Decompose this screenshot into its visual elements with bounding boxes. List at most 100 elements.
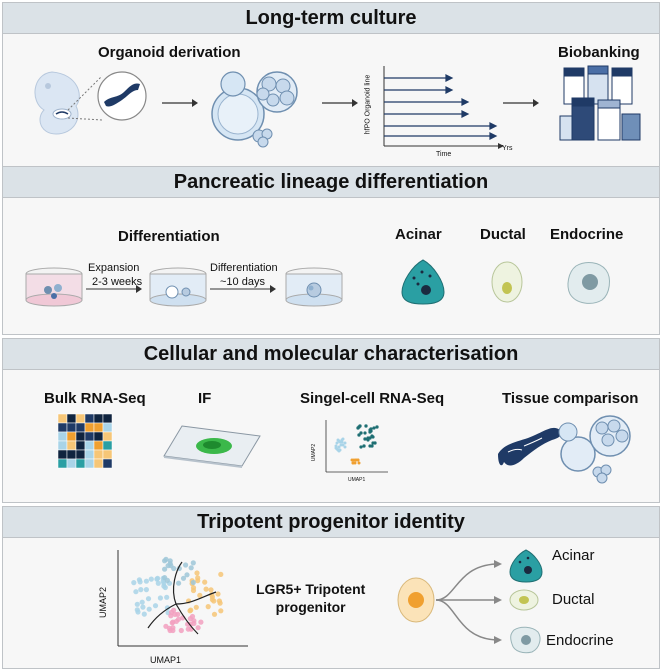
section-header-characterisation: Cellular and molecular characterisation — [2, 338, 660, 370]
trajectory-arrow-endocrine — [147, 603, 177, 629]
scatter-point — [363, 431, 367, 435]
heatmap-cell — [102, 458, 113, 469]
sc-umap2-label: UMAP2 — [311, 443, 318, 462]
umap-point — [211, 611, 218, 617]
culture-dish-expansion-icon — [25, 267, 83, 307]
acinar-label: Acinar — [395, 226, 442, 243]
organoid-derivation-label: Organoid derivation — [98, 44, 241, 61]
heatmap-cell — [84, 449, 95, 460]
ductal-label: Ductal — [480, 226, 526, 243]
culture-dish-organoid-icon — [149, 267, 207, 307]
umap-point — [161, 583, 167, 589]
trajectory-arrow-branch — [175, 603, 199, 635]
umap-point — [178, 627, 184, 634]
section-header-long-term-culture: Long-term culture — [2, 2, 660, 34]
heatmap-cell — [66, 458, 77, 469]
umap-point — [187, 608, 193, 614]
heatmap-cell — [66, 413, 77, 424]
umap-point — [183, 562, 189, 568]
umap-point — [138, 587, 144, 593]
scatter-point — [337, 445, 341, 449]
if-label: IF — [198, 390, 212, 407]
heatmap-icon — [57, 413, 113, 469]
heatmap-cell — [57, 431, 68, 442]
scatter-point — [370, 434, 374, 438]
umap-point — [184, 572, 190, 578]
umap-point — [197, 592, 203, 598]
umap-point — [195, 575, 201, 581]
fate-endocrine-label: Endocrine — [546, 632, 614, 649]
heatmap-cell — [84, 458, 95, 469]
umap-point — [154, 576, 160, 582]
heatmap-cell — [66, 431, 77, 442]
heatmap-cell — [93, 440, 104, 451]
lgr5-label-line1: LGR5+ Tripotent — [256, 581, 366, 597]
heatmap-cell — [93, 422, 104, 433]
progenitor-umap1-label: UMAP1 — [150, 655, 182, 665]
umap-point — [164, 594, 170, 600]
single-cell-umap-icon — [325, 420, 388, 473]
heatmap-cell — [93, 431, 104, 442]
heatmap-cell — [102, 449, 113, 460]
umap-point — [208, 587, 214, 593]
endocrine-cell-icon — [567, 262, 610, 304]
umap-point — [211, 598, 217, 604]
umap-point — [216, 598, 222, 604]
umap-point — [218, 608, 224, 614]
if-slide-icon — [163, 425, 261, 468]
umap-point — [139, 599, 145, 605]
scatter-point — [363, 437, 367, 441]
heatmap-cell — [66, 440, 77, 451]
heatmap-cell — [75, 449, 86, 460]
plot-x-axis-unit: Yrs — [502, 145, 513, 152]
plot-x-axis-label: Time — [436, 151, 452, 158]
heatmap-cell — [66, 449, 77, 460]
heatmap-cell — [66, 422, 77, 433]
heatmap-cell — [102, 413, 113, 424]
umap-point — [193, 604, 199, 610]
differentiation-title: Differentiation — [118, 228, 220, 245]
arrow-icon — [162, 99, 198, 107]
sc-umap1-label: UMAP1 — [348, 477, 366, 483]
ductal-cell-icon — [491, 261, 523, 303]
scatter-point — [339, 443, 343, 447]
umap-point — [169, 620, 175, 626]
tissue-comparison-icon — [498, 415, 631, 484]
umap-point — [215, 591, 221, 597]
scatter-point — [368, 430, 372, 434]
heatmap-cell — [75, 458, 86, 469]
scatter-point — [358, 424, 362, 428]
scatter-point — [350, 458, 354, 462]
heatmap-cell — [75, 422, 86, 433]
scatter-point — [343, 441, 347, 445]
arrow-icon — [503, 99, 539, 107]
umap-point — [205, 604, 211, 610]
scatter-point — [370, 444, 374, 448]
heatmap-cell — [93, 413, 104, 424]
scatter-point — [362, 444, 366, 448]
umap-point — [165, 563, 171, 569]
heatmap-cell — [84, 440, 95, 451]
umap-point — [131, 580, 137, 586]
acinar-cell-icon — [401, 259, 445, 305]
umap-point — [190, 579, 196, 586]
scatter-point — [359, 445, 363, 449]
heatmap-cell — [93, 449, 104, 460]
section-header-pancreatic-lineage: Pancreatic lineage differentiation — [2, 166, 660, 198]
heatmap-cell — [93, 458, 104, 469]
scatter-point — [357, 433, 361, 437]
scatter-point — [335, 441, 339, 445]
scatter-point — [335, 447, 339, 451]
scatter-point — [337, 439, 341, 443]
umap-point — [194, 570, 200, 576]
umap-point — [152, 603, 159, 609]
lgr5-progenitor-label: LGR5+ Tripotent progenitor — [256, 580, 365, 616]
scatter-point — [340, 438, 344, 442]
scatter-point — [343, 445, 347, 449]
scatter-point — [354, 458, 358, 462]
organoid-cluster-icon — [211, 71, 298, 148]
expansion-label: Expansion — [88, 262, 140, 274]
umap-point — [218, 571, 224, 577]
heatmap-cell — [75, 413, 86, 424]
endocrine-label: Endocrine — [550, 226, 624, 243]
